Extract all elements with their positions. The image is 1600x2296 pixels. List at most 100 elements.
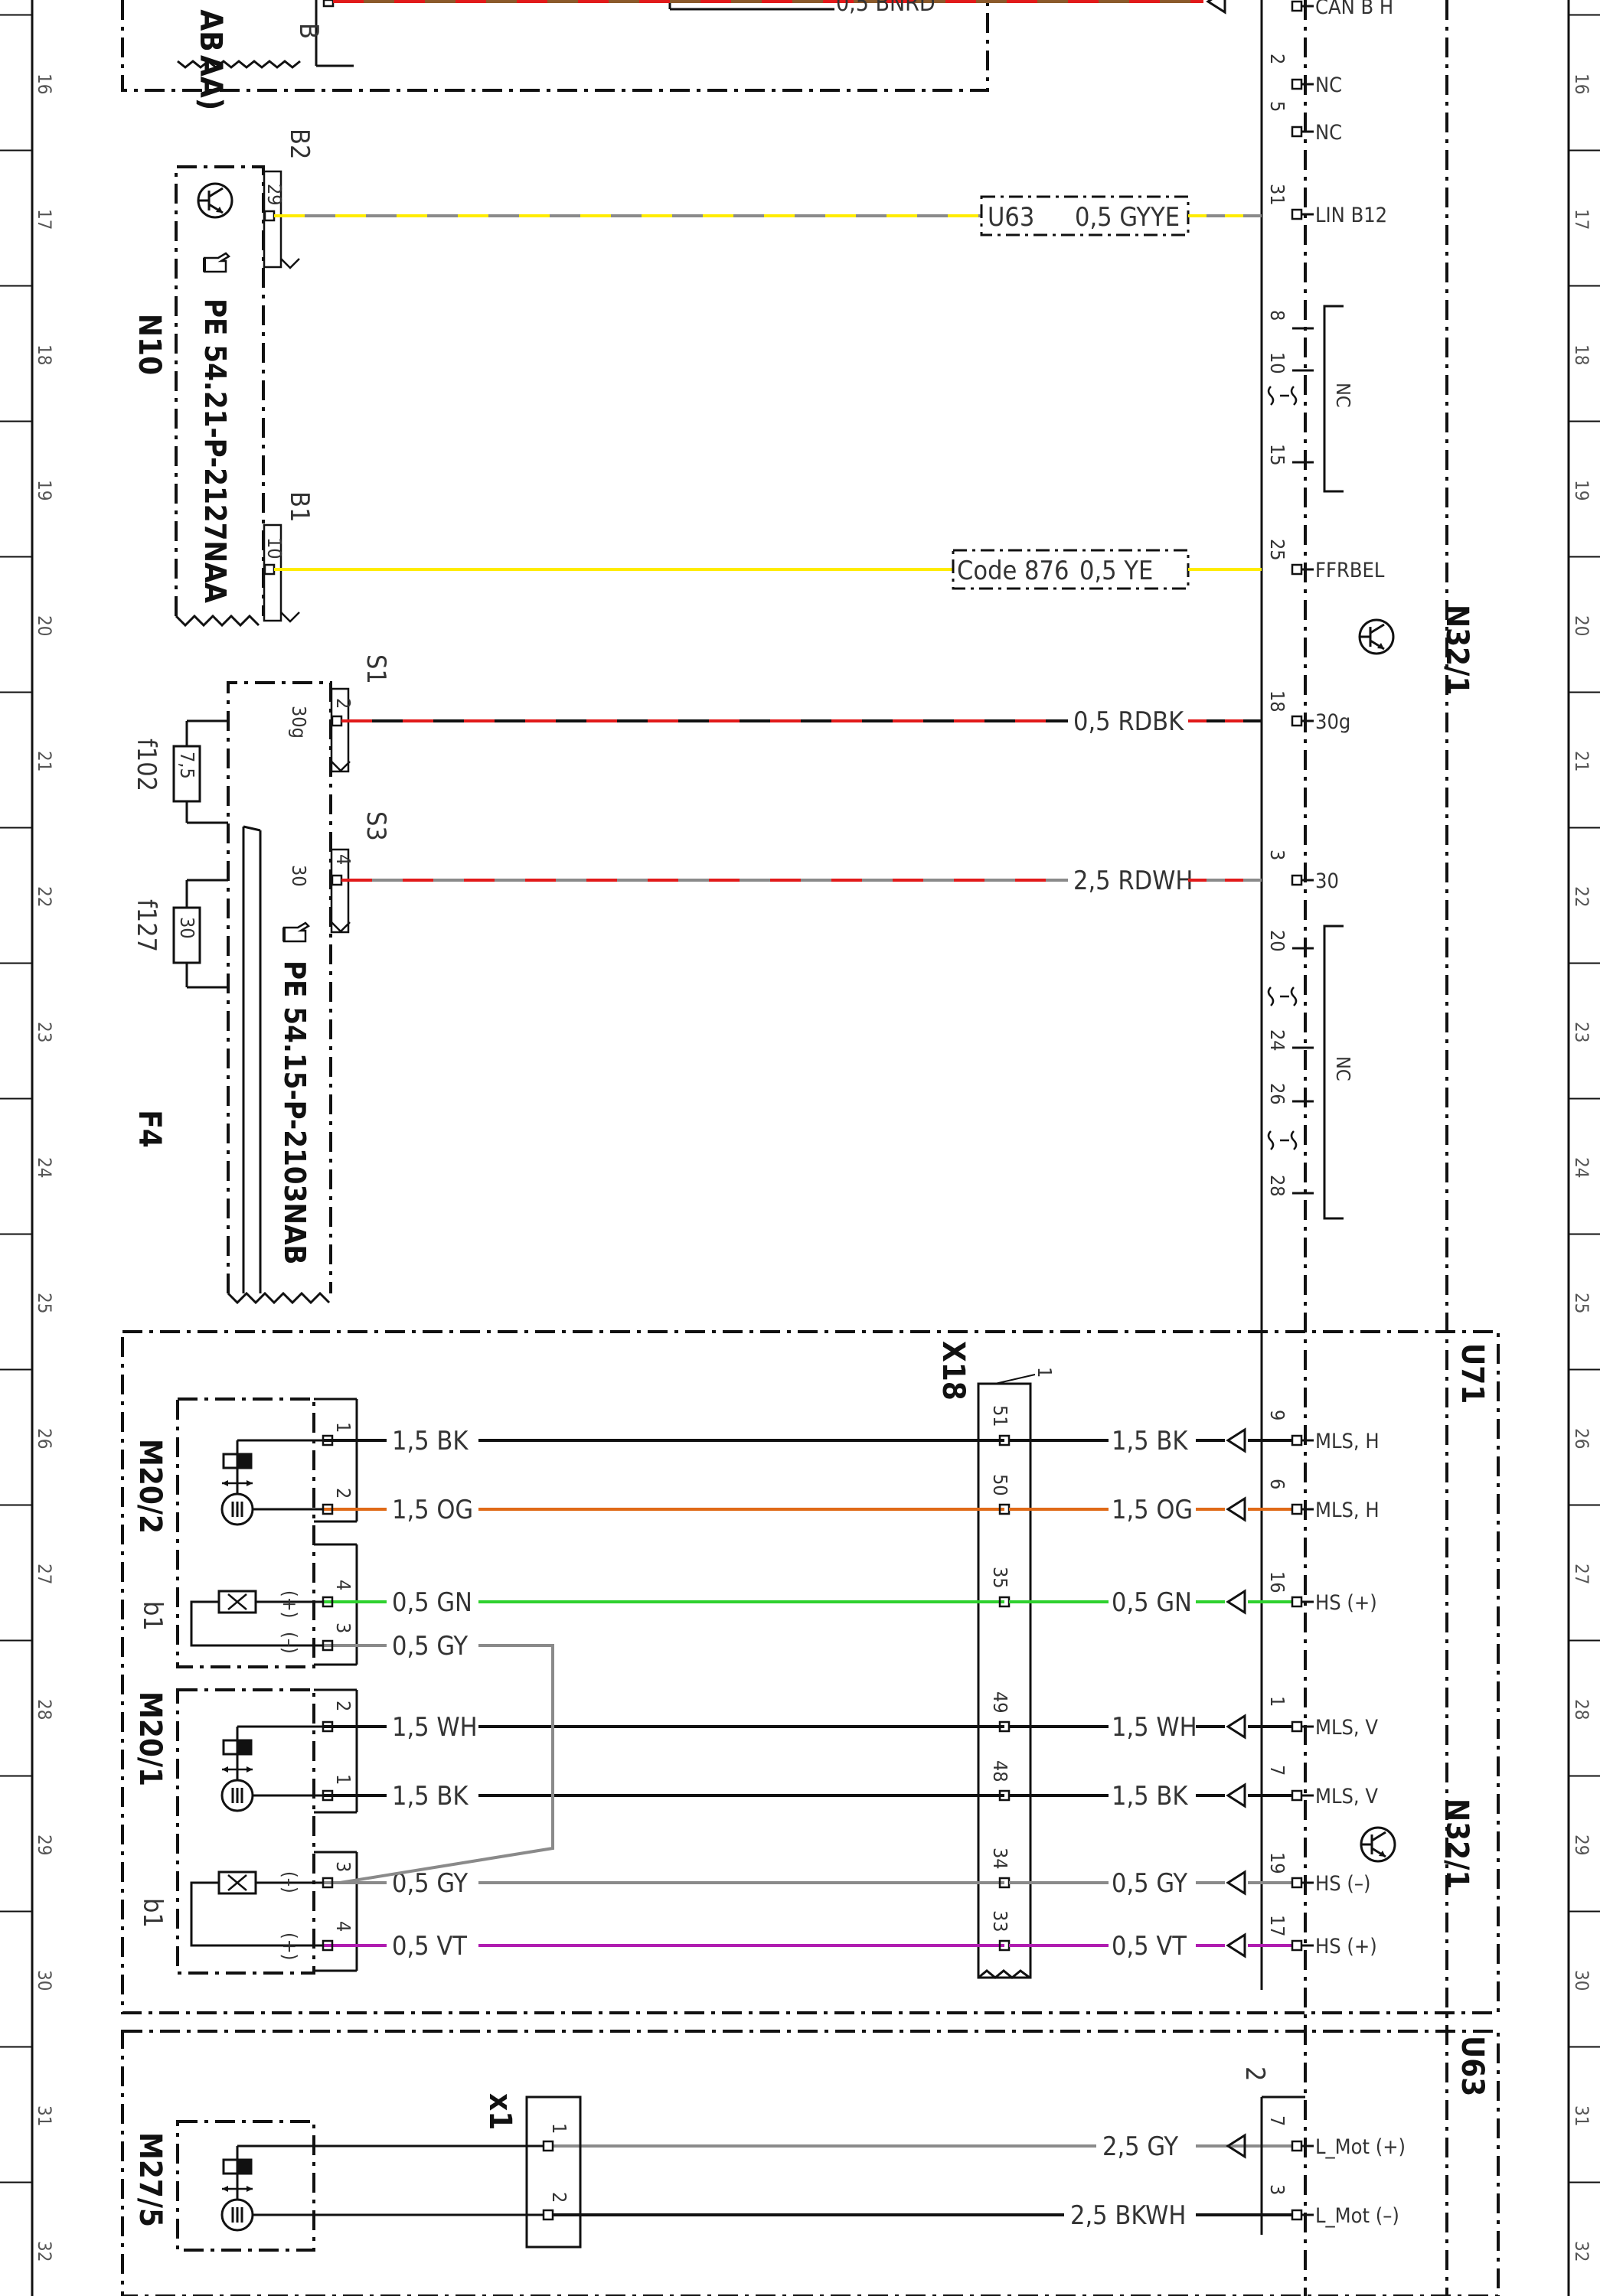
n32-pin-number: 1 [1266, 1696, 1288, 1707]
row-number-left: 27 [34, 1564, 55, 1584]
wire-label-left: 0,5 GY [392, 1631, 468, 1662]
n10-doc-hand-icon [203, 252, 230, 273]
row-number-right: 22 [1571, 886, 1592, 907]
n32-1-label-top: N32/1 [1439, 605, 1474, 695]
conn-b1-label: B1 [284, 491, 315, 522]
u63-region: U63 2 [121, 2030, 1500, 2296]
n10-transistor-icon [197, 182, 233, 219]
m20-2-pin-4: 4 [332, 1580, 354, 1590]
n32-nc-pin-number: 20 [1266, 930, 1288, 952]
wire-lin: U63 0,5 GYYE [274, 195, 1262, 236]
wire-label-right: 1,5 WH [1112, 1712, 1197, 1743]
wire-30g-label: 0,5 RDBK [1073, 706, 1184, 737]
input-arrow-icon [1226, 1590, 1246, 1614]
wire-label-right: 1,5 BK [1112, 1781, 1188, 1812]
wire-30g: 0,5 RDBK [341, 706, 1262, 737]
row-number-left: 23 [34, 1022, 55, 1042]
n32-nc-pin-number: 28 [1266, 1175, 1288, 1197]
n32-signal-label: HS (+) [1315, 1935, 1377, 1958]
n32-signal-label: FFRBEL [1315, 559, 1385, 582]
m20-1-pin-4: 4 [332, 1921, 354, 1932]
wire-label-right: 0,5 GY [1112, 1868, 1187, 1899]
n32-pin-number: 3 [1266, 850, 1288, 860]
row-number-left: 26 [34, 1428, 55, 1449]
b1-upper-label: b1 [137, 1601, 168, 1631]
wire-lin-code: U63 [988, 202, 1034, 233]
f4-term-30g: 30g [288, 706, 310, 739]
wire-row: 0,5 GY [322, 1631, 553, 1662]
n32-signal-label: MLS, V [1315, 1785, 1378, 1808]
n32-signal-label: HS (+) [1315, 1591, 1377, 1615]
row-number-right: 21 [1571, 751, 1592, 771]
row-strip-left [31, 0, 1570, 2296]
row-number-right: 24 [1571, 1157, 1592, 1178]
n32-pin-number: 25 [1266, 539, 1288, 561]
x1-label: x1 [482, 2093, 518, 2130]
input-arrow-icon [1226, 1783, 1246, 1808]
n32-pin-number: 17 [1266, 1915, 1288, 1937]
row-number-right: 32 [1571, 2241, 1592, 2262]
wire-30: 2,5 RDWH [341, 866, 1262, 896]
nc-brackets [1323, 305, 1344, 1220]
n32-pin-number: 5 [1266, 101, 1288, 112]
n32-range-marker [1267, 987, 1298, 1006]
x1-connector: x1 1 2 [482, 2093, 582, 2249]
n32-range-marker [1267, 1130, 1298, 1150]
n32-pin-number: 9 [1266, 1410, 1288, 1420]
u71-label: U71 [1455, 1343, 1490, 1404]
n32-pin-number: 6 [1266, 1479, 1288, 1489]
motor-wire: 2,5 BKWH [553, 2200, 1301, 2231]
m20-2-plus: (+) [279, 1590, 301, 1618]
m20-2-pin-1: 1 [332, 1422, 354, 1433]
n32-pin-row: 3 30 [1266, 850, 1339, 893]
n10-component: PE 54.21-P-2127NAA N10 B2 29 B1 10 [132, 129, 315, 628]
f4-label: F4 [132, 1110, 167, 1148]
n32-signal-label: MLS, H [1315, 1430, 1380, 1453]
input-arrow-icon [1226, 1714, 1246, 1739]
nc-group-label-1: NC [1332, 383, 1354, 408]
n32-signal-label: 30 [1315, 869, 1339, 893]
row-number-right: 19 [1571, 480, 1592, 501]
n32-pin-row: 17 HS (+) [1266, 1915, 1377, 1958]
f4-doc-ref: PE 54.15-P-2103NAB [278, 960, 312, 1264]
motor-wire: 2,5 GY [553, 2131, 1301, 2162]
m20-2-component: M20/2 b1 1 2 4 3 (+) (–) [132, 1397, 358, 1668]
x18-label: X18 [936, 1341, 971, 1401]
conn-s3-label: S3 [361, 811, 391, 841]
x18-connector: X18 1 [936, 1341, 1056, 1979]
n32-signal-label: CAN B H [1315, 0, 1393, 19]
wire-label-left: 1,5 BK [392, 1781, 469, 1812]
x18-pin: 35 [989, 1567, 1011, 1589]
n32-1-transistor-icon [1358, 618, 1395, 655]
m20-1-pin-3: 3 [332, 1861, 354, 1872]
x18-pin: 34 [989, 1848, 1011, 1870]
u63-label: U63 [1455, 2036, 1490, 2096]
n32-pin-number: 19 [1266, 1852, 1288, 1874]
input-arrow-icon [1226, 1497, 1246, 1521]
n32-range-marker [1267, 386, 1298, 406]
n32-pin-row: 7L_Mot (+) [1266, 2115, 1406, 2159]
row-number-left: 29 [34, 1835, 55, 1855]
n10-doc-ref: PE 54.21-P-2127NAA [198, 298, 232, 603]
row-number-left: 18 [34, 344, 55, 365]
n32-signal-label: NC [1315, 73, 1342, 97]
top-region: AB AA) B 0,5 BNRD [121, 0, 1226, 110]
n32-pin-row: 5NC [1266, 101, 1342, 145]
top-label-ab: AB [193, 9, 228, 51]
row-number-left: 16 [34, 73, 55, 94]
m20-1-plus: (+) [279, 1932, 301, 1960]
n32-nc-pin-number: 24 [1266, 1029, 1288, 1052]
x18-pin: 51 [989, 1405, 1011, 1427]
